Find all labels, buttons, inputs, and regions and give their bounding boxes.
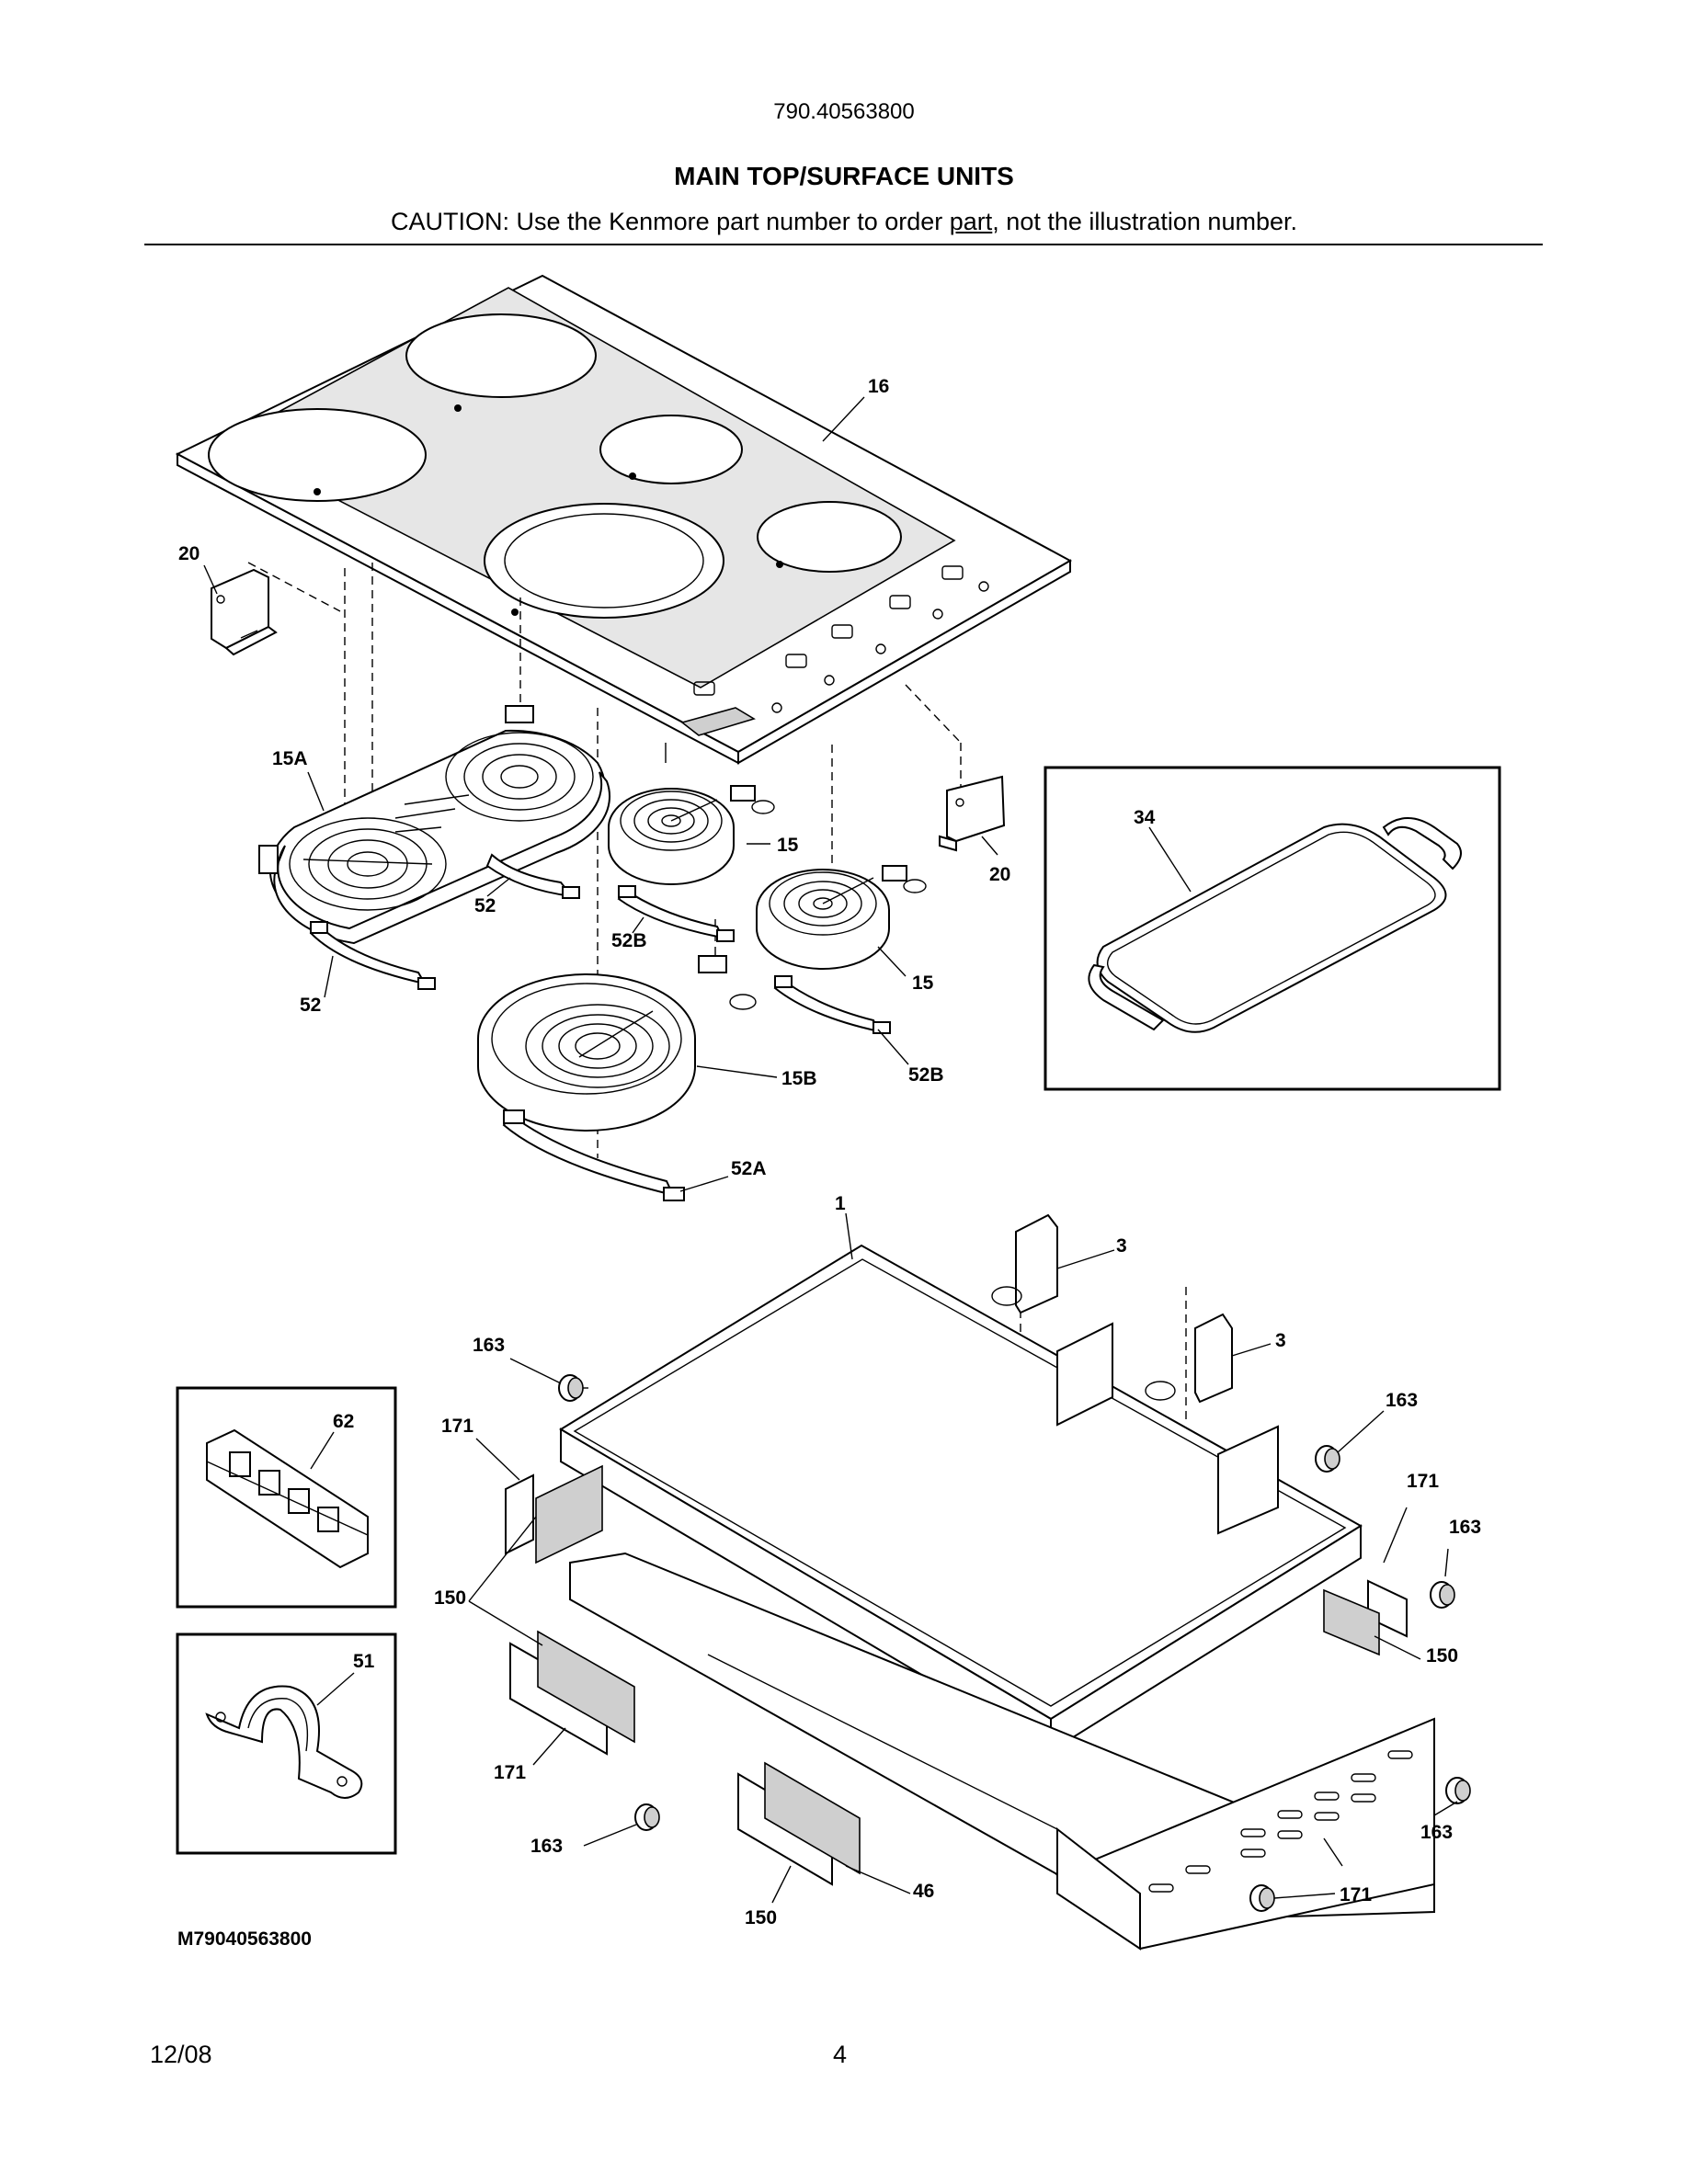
- callout-171-a: 171: [441, 1416, 473, 1437]
- cable-clamp-inset: [176, 1632, 397, 1855]
- model-number: 790.40563800: [773, 99, 915, 124]
- callout-150-bottom: 46: [913, 1881, 934, 1902]
- callout-15-lower: 15: [912, 973, 934, 994]
- callout-labels: 16 20 20 15A 15 15 15B 52 52 52B 52B 52A…: [177, 376, 1481, 1950]
- leveling-feet: [558, 1374, 1471, 1912]
- callout-163-f: 171: [1340, 1884, 1372, 1905]
- callout-52-upper: 52: [474, 895, 496, 916]
- callout-20-left: 20: [178, 543, 200, 564]
- side-panels-and-insulation: [505, 1464, 1408, 1886]
- callout-171-c: 171: [1407, 1471, 1439, 1492]
- control-panel-keys: [680, 565, 989, 736]
- callout-1: 1: [835, 1193, 846, 1214]
- mounting-bracket-right: [939, 775, 1006, 852]
- caution-prefix: CAUTION: Use the Kenmore part number to …: [391, 208, 950, 235]
- callout-3-upper: 3: [1116, 1235, 1127, 1257]
- callout-163-e: 163: [1420, 1822, 1453, 1843]
- callout-15-upper: 15: [777, 835, 799, 856]
- callout-163-d: 163: [530, 1836, 563, 1857]
- chassis-vent-slots: [1148, 1750, 1413, 1893]
- caution-underlined-word: part: [949, 208, 993, 235]
- dual-oval-element: [258, 705, 611, 945]
- tray-bracket-lower: [1145, 1313, 1233, 1404]
- header-rule: [144, 244, 1543, 245]
- callout-150-right: 150: [1426, 1645, 1458, 1666]
- cooktop-glass-top: [175, 274, 1073, 765]
- callout-52-lower: 52: [300, 995, 321, 1016]
- callout-15A: 15A: [272, 748, 308, 769]
- callout-163-a: 163: [473, 1335, 505, 1356]
- callout-150-left: 150: [434, 1587, 466, 1609]
- callout-15B: 15B: [781, 1068, 817, 1089]
- callout-51: 51: [353, 1651, 375, 1672]
- callout-34: 34: [1134, 807, 1156, 828]
- footer-date: 12/08: [150, 2041, 212, 2068]
- callout-163-b: 163: [1386, 1390, 1418, 1411]
- callout-16: 16: [868, 376, 889, 397]
- callout-52B-lower: 52B: [908, 1064, 944, 1086]
- callout-163-c: 163: [1449, 1517, 1481, 1538]
- callout-62: 62: [333, 1411, 354, 1432]
- small-radiant-element-lower: [756, 865, 927, 970]
- large-radiant-element: [477, 955, 757, 1132]
- mounting-bracket-left: [211, 568, 278, 656]
- small-radiant-element-upper: [608, 785, 775, 885]
- callout-20-right: 20: [989, 864, 1010, 885]
- callout-52B-upper: 52B: [611, 930, 647, 951]
- diagram-id: M79040563800: [177, 1928, 312, 1950]
- cooktop-base-tray: [559, 1244, 1363, 1753]
- callout-52A: 52A: [731, 1158, 767, 1179]
- footer-page-number: 4: [833, 2041, 848, 2068]
- callout-3-lower: 3: [1275, 1330, 1286, 1351]
- element-straps: [309, 853, 891, 1201]
- griddle-inset-box: [1044, 766, 1501, 1091]
- lower-chassis: [569, 1552, 1435, 1951]
- terminal-block-inset: [176, 1386, 397, 1609]
- tray-bracket-upper: [991, 1213, 1058, 1314]
- callout-leaders: [203, 396, 1458, 1904]
- caution-suffix: , not the illustration number.: [992, 208, 1297, 235]
- caution-note: CAUTION: Use the Kenmore part number to …: [0, 208, 1688, 236]
- callout-171-b: 171: [494, 1762, 526, 1783]
- callout-171-d: 150: [745, 1907, 777, 1928]
- section-title: MAIN TOP/SURFACE UNITS: [674, 162, 1014, 190]
